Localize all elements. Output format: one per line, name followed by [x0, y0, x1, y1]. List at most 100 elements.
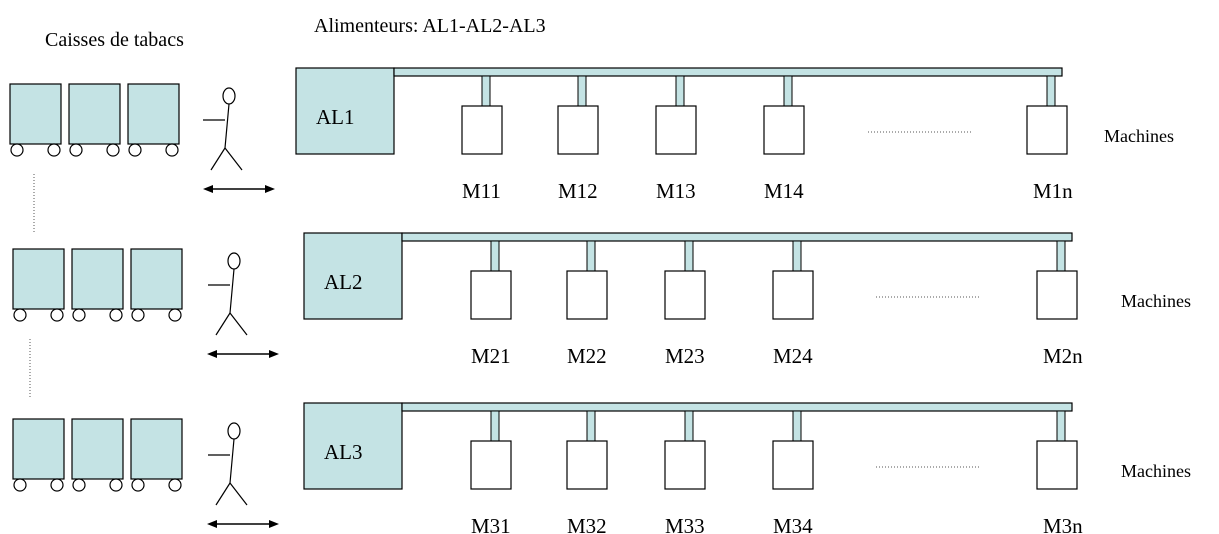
- machine-box: [461, 105, 503, 155]
- cart-body: [130, 248, 183, 310]
- machine-box: [1036, 270, 1078, 320]
- cart-body: [12, 418, 65, 480]
- distribution-pipe: [393, 67, 1063, 77]
- wheel-icon: [13, 478, 27, 492]
- machine-box: [664, 440, 706, 490]
- machine-box: [566, 440, 608, 490]
- cart-body: [130, 418, 183, 480]
- machine: M32: [566, 410, 608, 534]
- machine: M2n: [1036, 240, 1083, 368]
- machine-box: [470, 270, 512, 320]
- operator-leg: [210, 147, 226, 171]
- operator-body: [229, 268, 235, 314]
- operator-icon: [208, 422, 248, 506]
- machines-label: Machines: [1121, 291, 1191, 311]
- machine-label: M23: [665, 344, 705, 368]
- machine-feed-pipe: [1046, 75, 1056, 107]
- machine-box: [470, 440, 512, 490]
- machine: M11: [461, 75, 503, 203]
- wheel-icon: [69, 143, 83, 157]
- machine-label: M11: [462, 179, 501, 203]
- arrow-head-left: [207, 520, 217, 528]
- machine-box: [664, 270, 706, 320]
- cart-icon: [68, 83, 121, 157]
- operator-head: [222, 87, 236, 105]
- title-caisses: Caisses de tabacs: [45, 29, 184, 51]
- machine: M12: [557, 75, 599, 203]
- machine-box: [557, 105, 599, 155]
- machine-label: M32: [567, 514, 607, 534]
- title-alimenteurs: Alimenteurs: AL1-AL2-AL3: [314, 15, 546, 37]
- machine-label: M14: [764, 179, 804, 203]
- machine: M14: [763, 75, 805, 203]
- cart-body: [127, 83, 180, 145]
- wheel-icon: [168, 478, 182, 492]
- machine: M3n: [1036, 410, 1083, 534]
- arrow-head-left: [207, 350, 217, 358]
- machine-label: M31: [471, 514, 511, 534]
- operator-head: [227, 252, 241, 270]
- wheel-icon: [165, 143, 179, 157]
- machine-label: M21: [471, 344, 511, 368]
- machine-label: M33: [665, 514, 705, 534]
- operator-icon: [203, 87, 243, 171]
- double-arrow-icon: [207, 350, 279, 358]
- double-arrow-icon: [207, 520, 279, 528]
- machine-feed-pipe: [586, 410, 596, 442]
- machine: M22: [566, 240, 608, 368]
- operator-body: [229, 438, 235, 484]
- machine: M24: [772, 240, 814, 368]
- wheel-icon: [168, 308, 182, 322]
- cart-body: [9, 83, 62, 145]
- cart-icon: [130, 248, 183, 322]
- feeder-label: AL2: [324, 270, 363, 294]
- wheel-icon: [13, 308, 27, 322]
- operator-head: [227, 422, 241, 440]
- machine-feed-pipe: [586, 240, 596, 272]
- machine-feed-pipe: [577, 75, 587, 107]
- machine-box: [655, 105, 697, 155]
- machines-label: Machines: [1121, 461, 1191, 481]
- machine-feed-pipe: [675, 75, 685, 107]
- arrow-head-right: [269, 520, 279, 528]
- wheel-icon: [109, 308, 123, 322]
- cart-icon: [71, 248, 124, 322]
- cart-icon: [12, 248, 65, 322]
- wheel-icon: [72, 308, 86, 322]
- machine-feed-pipe: [1056, 410, 1066, 442]
- machine: M23: [664, 240, 706, 368]
- arrow-head-right: [265, 185, 275, 193]
- machine-label: M1n: [1033, 179, 1073, 203]
- feeder-box: [295, 67, 395, 155]
- cart-icon: [127, 83, 180, 157]
- distribution-pipe: [401, 232, 1073, 242]
- machine-label: M22: [567, 344, 607, 368]
- machine-box: [1026, 105, 1068, 155]
- wheel-icon: [47, 143, 61, 157]
- operator-body: [224, 103, 230, 149]
- cart-icon: [9, 83, 62, 157]
- machine-label: M24: [773, 344, 813, 368]
- operator-leg: [224, 147, 243, 171]
- machine-feed-pipe: [783, 75, 793, 107]
- feeder-box: [303, 402, 403, 490]
- machine-feed-pipe: [684, 240, 694, 272]
- machine-label: M2n: [1043, 344, 1083, 368]
- operator-icon: [208, 252, 248, 336]
- machine-box: [772, 440, 814, 490]
- feeder-label: AL3: [324, 440, 363, 464]
- cart-body: [68, 83, 121, 145]
- machine-feed-pipe: [792, 240, 802, 272]
- wheel-icon: [50, 478, 64, 492]
- wheel-icon: [128, 143, 142, 157]
- machine-feed-pipe: [792, 410, 802, 442]
- wheel-icon: [72, 478, 86, 492]
- wheel-icon: [131, 308, 145, 322]
- operator-leg: [215, 312, 231, 336]
- cart-icon: [12, 418, 65, 492]
- cart-body: [71, 248, 124, 310]
- machine-feed-pipe: [490, 410, 500, 442]
